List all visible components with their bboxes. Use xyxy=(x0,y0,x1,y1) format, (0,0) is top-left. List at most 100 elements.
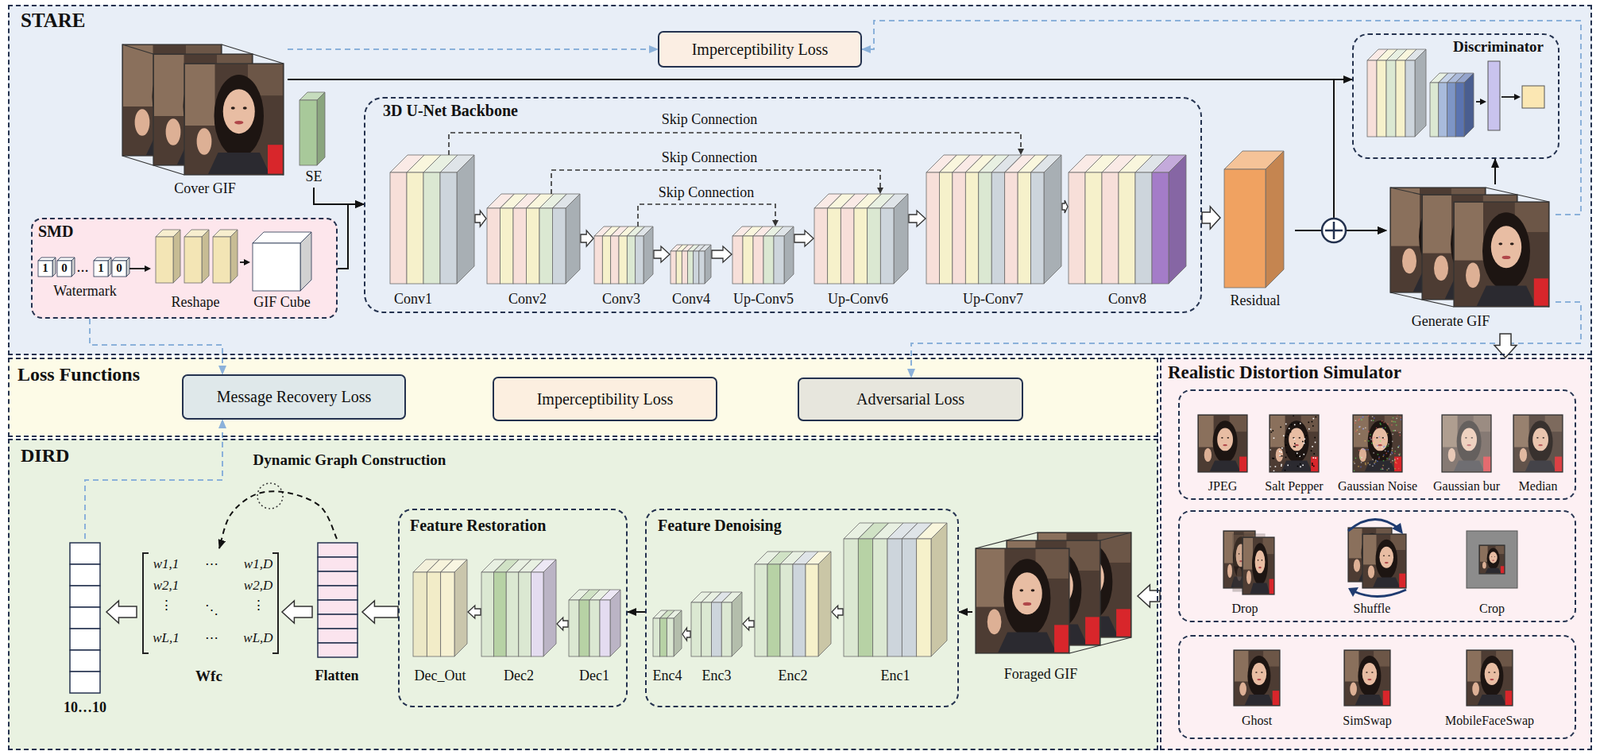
layer-label: Dec_Out xyxy=(414,667,467,685)
shape xyxy=(1310,456,1318,472)
noise-dot xyxy=(1377,453,1380,456)
noise-dot xyxy=(1285,436,1287,438)
shape xyxy=(1269,414,1319,472)
shape xyxy=(1353,558,1361,572)
shape xyxy=(1298,436,1301,439)
shape xyxy=(1534,278,1549,306)
face-frame xyxy=(1513,414,1563,472)
face-frame xyxy=(184,63,284,175)
noise-dot xyxy=(1392,429,1395,432)
face-frame xyxy=(1441,414,1492,472)
slab-front xyxy=(880,208,894,284)
noise-dot xyxy=(1281,447,1284,449)
distortion-name: Gaussian Noise xyxy=(1337,479,1418,494)
connector xyxy=(627,610,646,613)
hollow-arrow xyxy=(831,605,843,619)
shape xyxy=(1371,671,1373,673)
shape xyxy=(1491,555,1492,557)
slab-front xyxy=(754,564,768,657)
box-label: Imperceptibility Loss xyxy=(691,40,829,59)
slab-side xyxy=(1101,154,1120,284)
arrow-head xyxy=(1514,93,1521,101)
noise-dot xyxy=(1386,457,1388,460)
shape xyxy=(1390,187,1486,293)
shape xyxy=(1031,588,1036,592)
noise-dot xyxy=(1358,426,1361,429)
slab-front xyxy=(184,236,202,283)
noise-dot xyxy=(1400,417,1403,419)
noise-dot xyxy=(1398,444,1400,447)
panel-title: STARE xyxy=(20,9,86,33)
face-frame xyxy=(1269,414,1319,472)
slab-front xyxy=(666,618,674,657)
panel-fill xyxy=(1159,357,1593,750)
graph-node xyxy=(257,483,283,509)
matrix-entry: wL,D xyxy=(243,629,273,646)
noise-dot xyxy=(1378,457,1380,460)
noise-dot xyxy=(1387,443,1390,445)
shape xyxy=(1270,415,1286,448)
shape xyxy=(1256,678,1261,681)
shape xyxy=(1365,671,1368,673)
shape xyxy=(1477,694,1507,705)
slab-side xyxy=(1118,154,1137,284)
shape xyxy=(1224,531,1234,564)
vector-cell xyxy=(69,606,101,629)
noise-dot xyxy=(1364,459,1366,462)
slab-side xyxy=(887,522,904,657)
shape xyxy=(1479,544,1505,574)
slab-front xyxy=(423,172,441,284)
shape xyxy=(1375,539,1399,580)
slab-side xyxy=(300,231,312,291)
slab-front xyxy=(481,571,495,657)
noise-dot xyxy=(1280,451,1283,453)
shape xyxy=(976,548,1005,607)
shape xyxy=(1487,548,1500,570)
layer-label: Up-Conv5 xyxy=(733,290,794,308)
slab-front xyxy=(805,564,819,657)
noise-dot xyxy=(1371,440,1374,442)
slab-front xyxy=(792,564,806,657)
shape xyxy=(1367,678,1372,681)
slab-front xyxy=(299,100,317,166)
slab-side xyxy=(201,229,209,283)
slab-front xyxy=(991,172,1005,284)
layer-label: Enc3 xyxy=(702,667,732,685)
hollow-arrow xyxy=(475,210,487,227)
slab-side xyxy=(52,257,56,277)
residual-block: Residual xyxy=(1220,147,1295,315)
shape xyxy=(1485,568,1502,573)
noise-dot xyxy=(1394,467,1396,470)
slab-front xyxy=(916,538,932,657)
frame-border xyxy=(1362,533,1407,588)
distortion-name: Gaussian bur xyxy=(1433,479,1500,494)
distortion-name: Crop xyxy=(1479,601,1505,616)
slab-side xyxy=(916,522,933,657)
slab-front xyxy=(252,243,301,291)
shape xyxy=(1489,678,1494,681)
noise-dot xyxy=(1362,448,1365,451)
noise-dot xyxy=(1290,424,1293,426)
shape xyxy=(1288,428,1305,452)
noise-dot xyxy=(1387,432,1389,435)
shape xyxy=(184,63,284,175)
slab-front xyxy=(552,208,567,284)
shape xyxy=(1371,428,1388,452)
noise-dot xyxy=(1307,421,1310,424)
noise-dot xyxy=(1368,440,1370,442)
slab-front xyxy=(814,208,828,284)
slab-front xyxy=(1068,172,1086,284)
dense-layer xyxy=(1487,61,1500,131)
noise-dot xyxy=(1383,446,1385,449)
slab-front xyxy=(952,172,966,284)
shape xyxy=(1003,558,1051,637)
vector-cell xyxy=(317,542,358,557)
shape xyxy=(1239,456,1247,472)
slab-side xyxy=(506,559,519,657)
shape xyxy=(997,632,1056,653)
shape xyxy=(1480,655,1504,697)
connector xyxy=(219,490,337,549)
slab-front xyxy=(1395,60,1406,137)
shape xyxy=(1488,551,1497,563)
loss-panel: Message Recovery LossImperceptibility Lo… xyxy=(7,357,1159,437)
